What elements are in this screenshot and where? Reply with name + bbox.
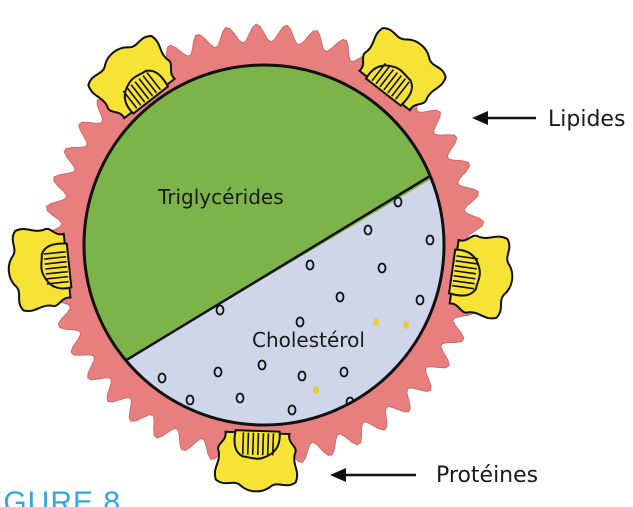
proteins-arrow bbox=[330, 468, 416, 482]
cholesterol-yellow-dot bbox=[403, 322, 409, 329]
triglycerides-label: Triglycérides bbox=[157, 185, 284, 209]
cholesterol-label: Cholestérol bbox=[252, 328, 365, 352]
protein bbox=[5, 225, 74, 313]
protein bbox=[446, 231, 517, 321]
lipids-arrow bbox=[472, 111, 536, 125]
figure-caption: IGURE 8 bbox=[0, 486, 121, 507]
cholesterol-yellow-dot bbox=[373, 319, 379, 326]
cholesterol-yellow-dot bbox=[313, 387, 319, 394]
protein bbox=[214, 429, 298, 492]
lipids-label: Lipides bbox=[548, 107, 625, 132]
proteins-label: Protéines bbox=[436, 463, 538, 488]
